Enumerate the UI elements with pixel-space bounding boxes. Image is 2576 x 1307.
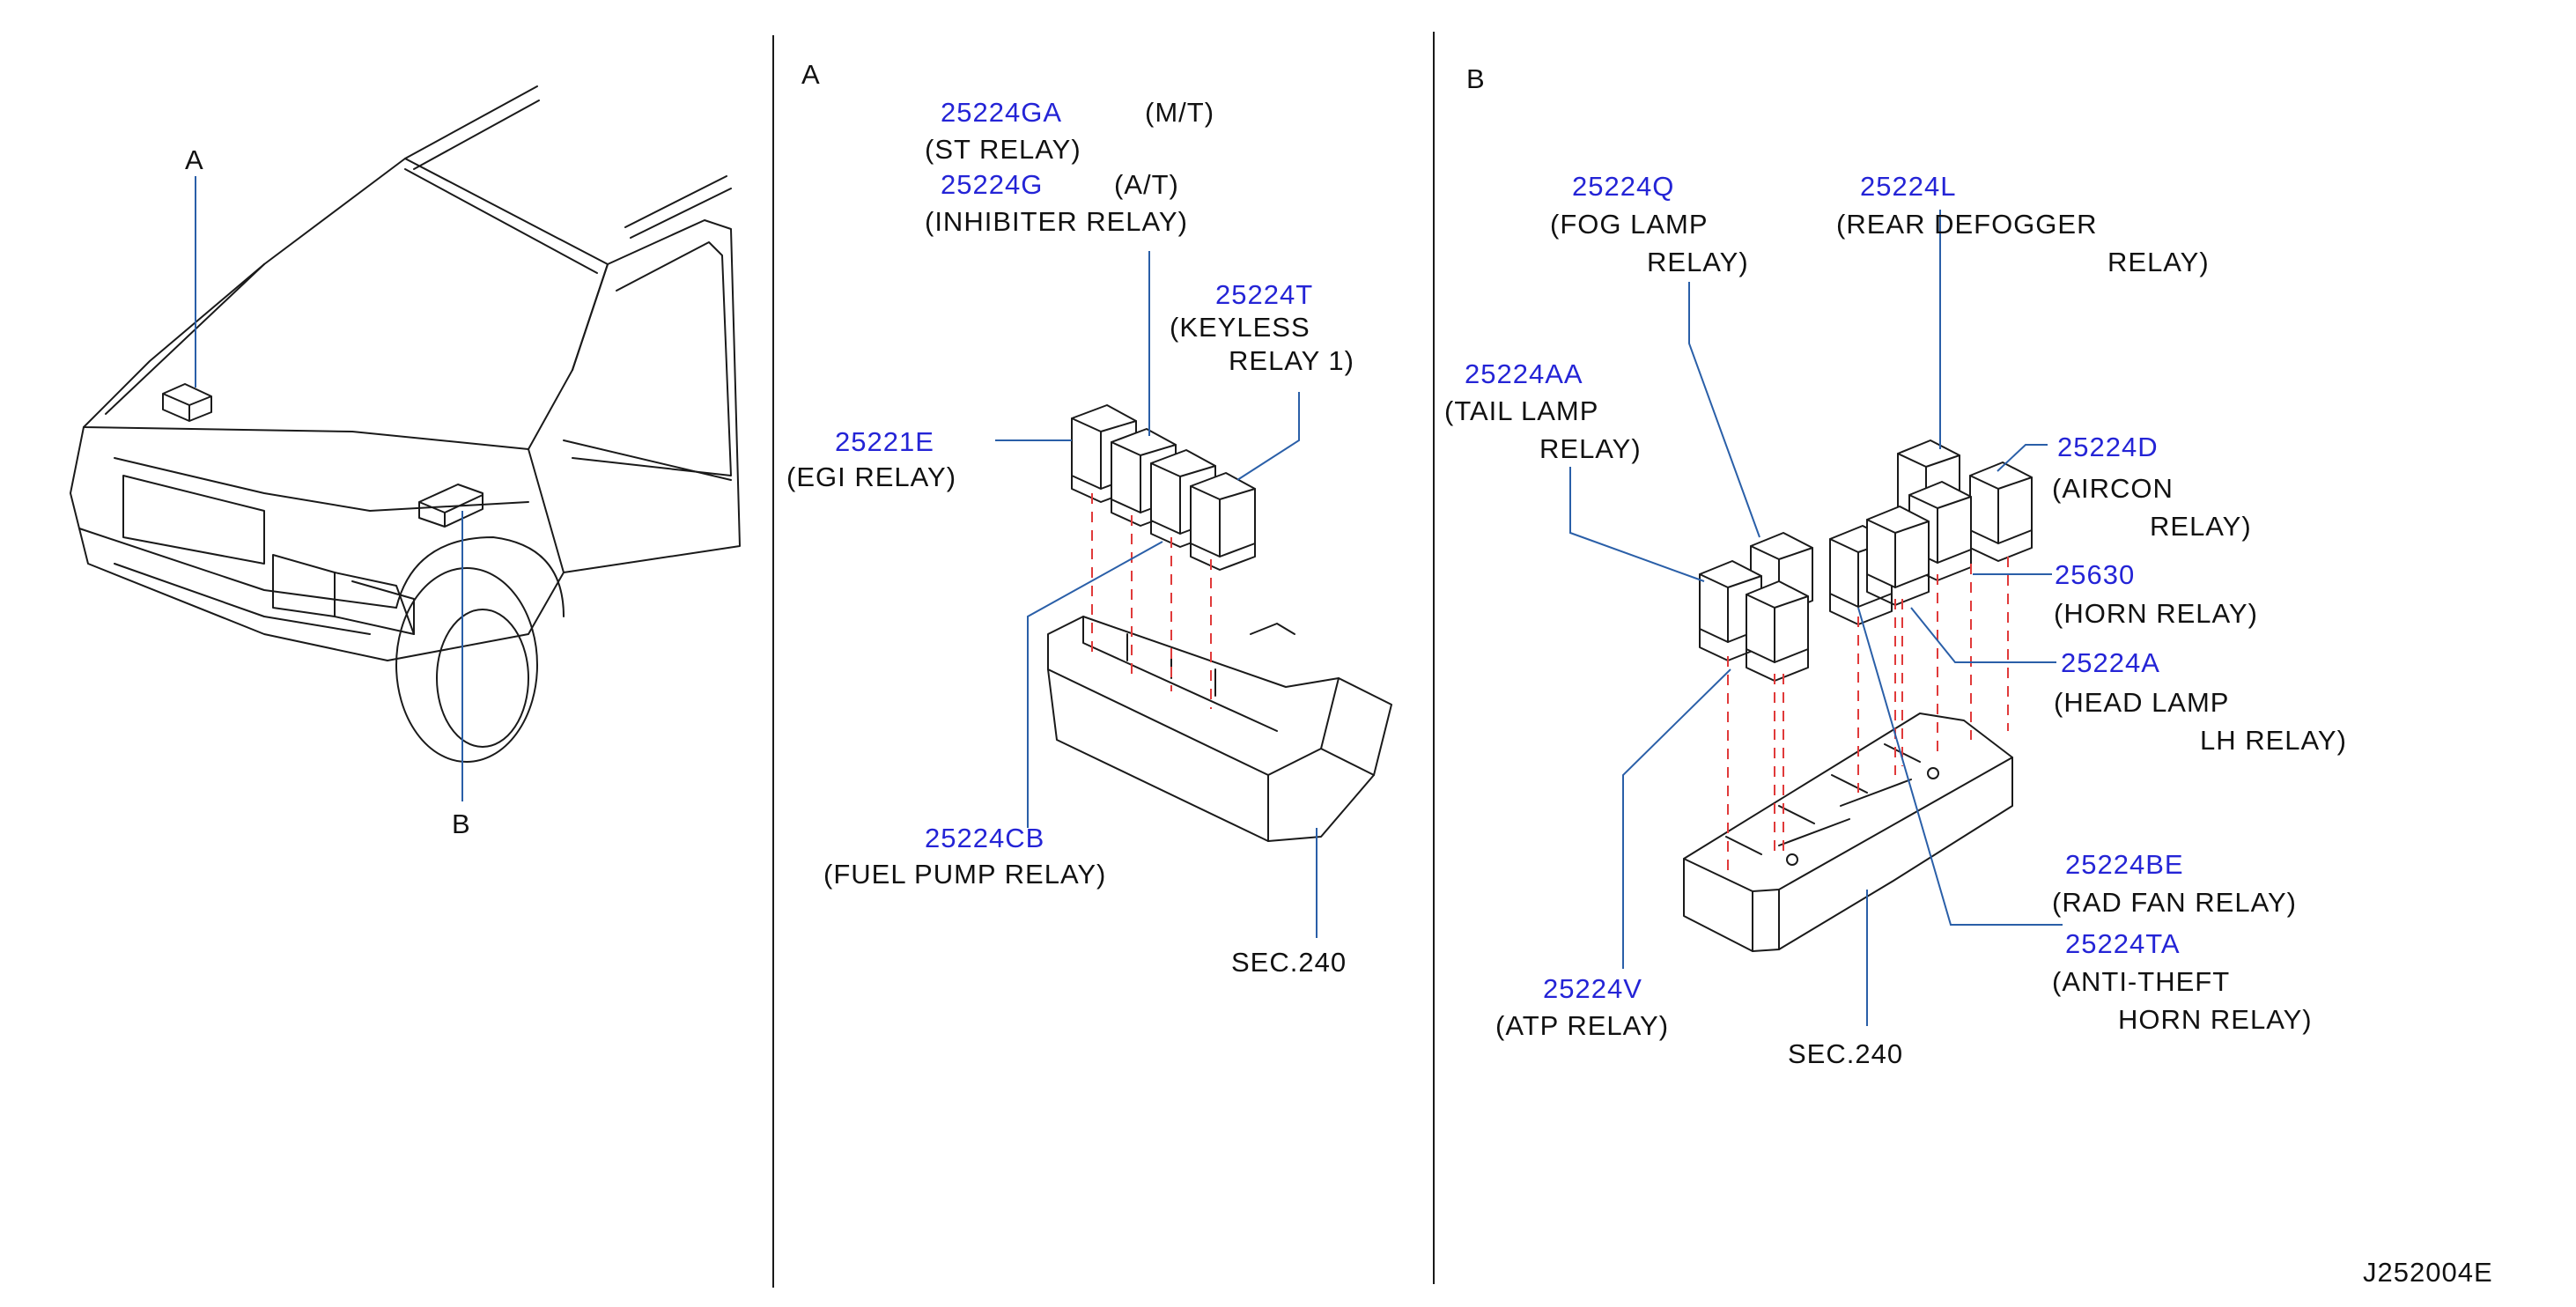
desc-rear-defogger-line1: (REAR DEFOGGER [1836, 209, 2097, 240]
section-ref-b: SEC.240 [1788, 1038, 1903, 1069]
desc-atp-relay: (ATP RELAY) [1495, 1010, 1669, 1041]
desc-keyless-line1: (KEYLESS [1170, 312, 1310, 343]
desc-inhibiter-relay: (INHIBITER RELAY) [925, 206, 1188, 237]
desc-aircon-line1: (AIRCON [2052, 473, 2174, 504]
vehicle-illustration [70, 85, 741, 763]
part-number-25224T: 25224T [1215, 279, 1313, 310]
note-at: (A/T) [1114, 169, 1179, 200]
desc-tail-lamp-line1: (TAIL LAMP [1444, 395, 1598, 426]
part-number-25224Q: 25224Q [1572, 171, 1674, 202]
part-number-25224G: 25224G [941, 169, 1043, 200]
desc-keyless-line2: RELAY 1) [1229, 345, 1354, 376]
relay-box-a-marker [162, 383, 212, 422]
part-number-25224CB: 25224CB [925, 823, 1044, 853]
desc-anti-theft-line2: HORN RELAY) [2118, 1004, 2313, 1035]
part-number-25221E: 25221E [835, 426, 934, 457]
part-number-25224TA: 25224TA [2065, 928, 2181, 959]
panel-a-projection-lines [1091, 493, 1212, 709]
note-mt: (M/T) [1145, 97, 1214, 128]
panel-a-relays [1071, 404, 1256, 571]
panel-a-bracket [1047, 616, 1392, 842]
desc-horn-relay: (HORN RELAY) [2054, 598, 2258, 629]
part-number-25224AA: 25224AA [1465, 358, 1583, 389]
part-number-25224D: 25224D [2057, 432, 2159, 462]
desc-st-relay: (ST RELAY) [925, 134, 1081, 165]
part-number-25224V: 25224V [1543, 973, 1642, 1004]
desc-rad-fan-relay: (RAD FAN RELAY) [2052, 887, 2297, 918]
car-callout-a: A [185, 144, 204, 175]
part-number-25224L: 25224L [1860, 171, 1956, 202]
panel-b-relays [1699, 439, 2033, 682]
car-callout-b: B [452, 809, 471, 839]
panel-a-title: A [801, 59, 821, 90]
part-number-25224GA: 25224GA [941, 97, 1062, 128]
desc-anti-theft-line1: (ANTI-THEFT [2052, 966, 2230, 997]
section-ref-a: SEC.240 [1231, 947, 1347, 978]
panel-b-bracket [1683, 713, 2013, 952]
panel-b-projection-lines [1727, 557, 2009, 876]
panel-b-title: B [1466, 63, 1486, 94]
desc-fuel-pump-relay: (FUEL PUMP RELAY) [823, 859, 1106, 890]
part-number-25224A: 25224A [2061, 647, 2160, 678]
desc-fog-lamp-line2: RELAY) [1647, 247, 1749, 277]
diagram-code: J252004E [2363, 1257, 2493, 1288]
desc-aircon-line2: RELAY) [2150, 511, 2252, 542]
desc-tail-lamp-line2: RELAY) [1539, 433, 1642, 464]
desc-fog-lamp-line1: (FOG LAMP [1550, 209, 1709, 240]
part-number-25630: 25630 [2055, 559, 2135, 590]
front-wheel [395, 567, 538, 763]
desc-head-lamp-line1: (HEAD LAMP [2054, 687, 2229, 718]
part-number-25224BE: 25224BE [2065, 849, 2184, 880]
desc-egi-relay: (EGI RELAY) [786, 462, 956, 492]
desc-rear-defogger-line2: RELAY) [2107, 247, 2210, 277]
desc-head-lamp-line2: LH RELAY) [2200, 725, 2347, 756]
relay-box-b-marker [418, 484, 483, 528]
